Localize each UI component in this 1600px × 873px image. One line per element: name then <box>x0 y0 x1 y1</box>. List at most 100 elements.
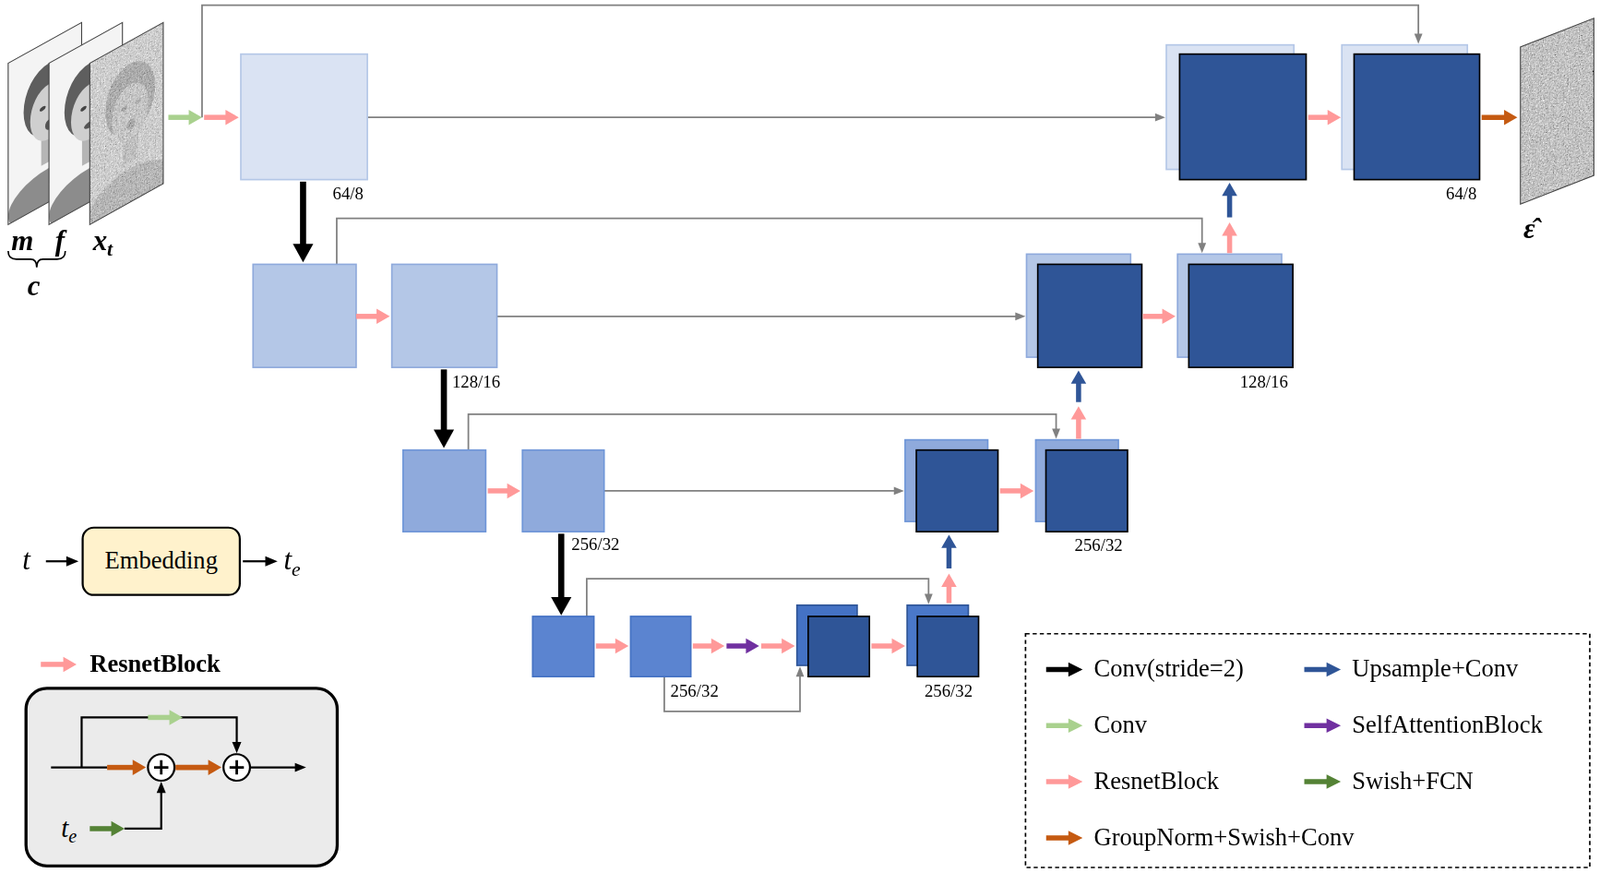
downsample-arrow <box>299 181 307 248</box>
legend-arrow <box>1046 774 1084 789</box>
legend-text: Conv(stride=2) <box>1093 655 1243 684</box>
block-arrow-head <box>745 638 759 655</box>
legend-arrow <box>1303 662 1341 677</box>
panel-line-head <box>295 763 307 773</box>
channel-size: 64/8 <box>333 183 364 204</box>
block-arrow-head <box>132 759 146 776</box>
feature-map <box>252 263 357 368</box>
node-label: Embedding <box>105 547 218 576</box>
image-ground <box>89 22 164 225</box>
skip-line-head <box>1197 242 1206 253</box>
skip-line-head <box>1155 113 1166 122</box>
block-arrow-head <box>1020 483 1034 500</box>
block-arrow <box>692 643 715 649</box>
block-arrow <box>167 114 192 120</box>
timestep-symbol: t <box>22 543 31 577</box>
legend-swatch <box>1303 658 1345 680</box>
block-arrow <box>107 764 136 771</box>
channel-size: 256/32 <box>1074 536 1123 557</box>
skip-line-head <box>894 487 905 496</box>
legend-text: SelfAttentionBlock <box>1351 711 1542 741</box>
time-embedding-label: te <box>60 812 77 844</box>
image-card <box>1520 18 1595 204</box>
feature-map <box>1046 450 1128 532</box>
block-arrow-head <box>189 109 203 126</box>
block-arrow-head <box>1327 109 1341 126</box>
panel-line-head <box>232 741 242 753</box>
channel-size: 256/32 <box>670 681 719 703</box>
channel-size: 256/32 <box>571 534 620 555</box>
channel-size: 64/8 <box>1445 183 1477 204</box>
panel-line <box>124 790 162 829</box>
feature-maps <box>240 45 1481 678</box>
block-arrow-head <box>711 638 725 655</box>
face-eye <box>39 105 47 113</box>
feature-map <box>1038 263 1143 368</box>
block-arrow <box>1000 488 1024 494</box>
block-arrow <box>203 114 228 120</box>
block-arrow <box>1481 114 1507 120</box>
skip-line <box>497 315 1018 318</box>
block-arrow-head <box>1071 370 1087 383</box>
block-arrow-head <box>1162 309 1176 325</box>
panel-line <box>50 766 108 769</box>
skip-line <box>604 489 896 492</box>
legend-swatch <box>1046 771 1087 792</box>
legend-arrow <box>1303 774 1341 789</box>
block-arrow <box>488 488 511 494</box>
skip-line-head <box>1014 311 1026 321</box>
panel-heading: ResnetBlock <box>89 649 221 679</box>
legend-swatch <box>1303 771 1345 792</box>
feature-map <box>403 450 487 532</box>
feature-map <box>522 450 604 532</box>
input-symbol: f <box>55 224 65 258</box>
image-card <box>89 18 171 243</box>
block-arrow <box>946 545 953 569</box>
block-arrow-head <box>1504 109 1517 126</box>
block-arrow <box>946 584 953 604</box>
block-arrow-head <box>941 534 957 548</box>
skip-line-head <box>1414 33 1423 44</box>
legend-swatch <box>1046 658 1087 680</box>
downsample-arrow-head <box>292 243 313 263</box>
legend-arrow <box>1046 718 1084 733</box>
embedding-arrow-head <box>265 556 278 567</box>
legend-frame <box>1025 633 1590 868</box>
embedding-symbol: te <box>283 543 300 577</box>
block-arrow <box>726 643 749 649</box>
subscript: e <box>291 558 301 580</box>
downsample-arrow <box>558 533 565 601</box>
feature-map <box>1179 54 1306 180</box>
legend-arrow <box>1046 662 1084 677</box>
block-arrow <box>40 661 66 668</box>
embedding-arrow <box>46 560 70 562</box>
channel-size: 128/16 <box>1240 372 1289 394</box>
legend-text: GroupNorm+Swish+Conv <box>1093 823 1354 852</box>
sum-node <box>147 753 175 781</box>
block-arrow <box>356 313 380 320</box>
sum-node <box>223 753 251 781</box>
skip-line-head <box>796 666 805 677</box>
image-ground <box>1520 18 1595 204</box>
image-border <box>1520 18 1595 204</box>
legend-text: Conv <box>1093 711 1147 741</box>
channel-size: 128/16 <box>452 372 501 394</box>
block-arrow-head <box>63 656 77 673</box>
feature-map <box>917 616 979 677</box>
block-arrow-head <box>892 638 906 655</box>
embedding-box: Embedding <box>81 526 241 597</box>
block-arrow <box>1075 381 1082 403</box>
skip-line <box>586 578 929 617</box>
feature-map <box>532 616 594 677</box>
skip-line-head <box>924 594 933 605</box>
input-symbol: m <box>11 224 34 258</box>
legend-text: Upsample+Conv <box>1351 655 1518 684</box>
panel-line <box>250 766 298 769</box>
feature-map <box>630 616 691 677</box>
block-arrow-head <box>507 483 521 500</box>
block-arrow-head <box>941 573 957 586</box>
legend-swatch <box>1046 827 1087 848</box>
block-arrow <box>1143 313 1166 320</box>
block-arrow-head <box>208 759 222 776</box>
